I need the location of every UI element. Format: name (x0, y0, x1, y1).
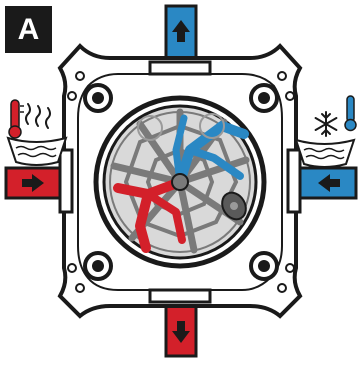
cartridge-hub (172, 174, 188, 190)
water-basin-icon (296, 140, 354, 167)
panel-label: A (5, 6, 52, 53)
thermometer-cold-icon (345, 96, 356, 131)
snowflake-icon (316, 112, 337, 136)
steam-icon (26, 104, 50, 128)
water-basin-icon (8, 138, 66, 165)
thermometer-hot-icon (9, 100, 24, 138)
